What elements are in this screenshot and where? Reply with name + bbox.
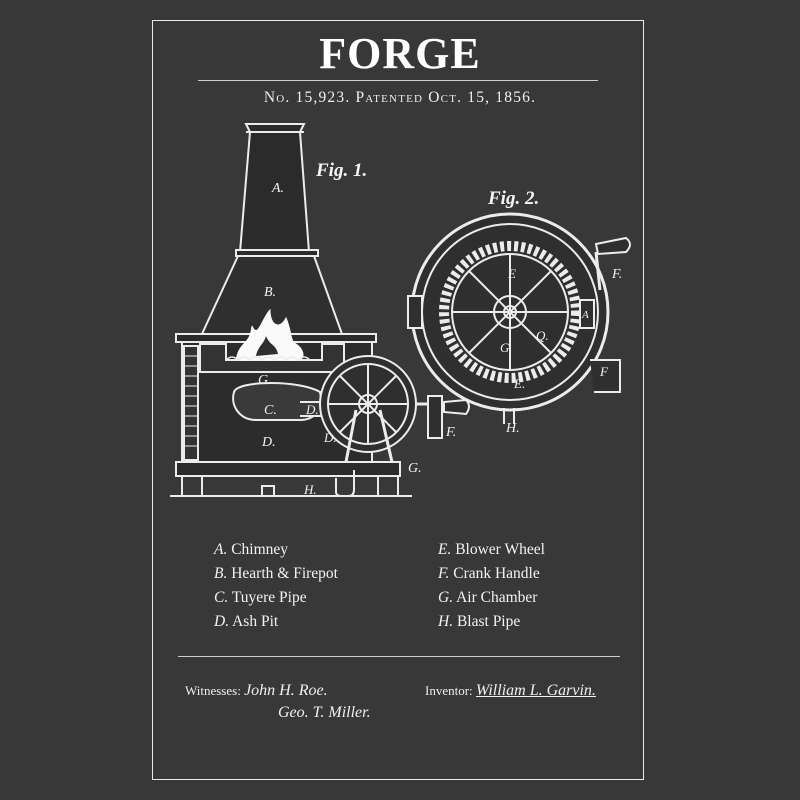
- signature-rule: [178, 656, 620, 657]
- witnesses-label: Witnesses:: [185, 683, 241, 698]
- fig1-callout-g1: G.: [258, 373, 272, 388]
- fig1-callout-b: B.: [264, 285, 276, 300]
- fig2-callout-f1: F.: [611, 267, 622, 282]
- legend-item: B. Hearth & Firepot: [214, 565, 338, 582]
- inventor-label: Inventor:: [425, 683, 473, 698]
- legend-item: E. Blower Wheel: [438, 541, 545, 558]
- legend-item: D. Ash Pit: [214, 613, 279, 630]
- fig1-label: Fig. 1.: [316, 160, 368, 181]
- legend-left: A. Chimney B. Hearth & Firepot C. Tuyere…: [214, 538, 338, 634]
- legend-item: H. Blast Pipe: [438, 613, 521, 630]
- fig2-callout-e1: E: [507, 266, 516, 281]
- fig2-callout-g: G: [500, 340, 510, 355]
- fig2-callout-h: H.: [505, 421, 520, 436]
- page-title: Forge: [319, 29, 481, 78]
- forge-drawing: [170, 123, 470, 497]
- legend-item: A. Chimney: [214, 541, 289, 558]
- title-rule: [198, 80, 598, 81]
- legend-item: C. Tuyere Pipe: [214, 589, 307, 606]
- fig2-callout-e2: E.: [513, 376, 525, 391]
- patent-number: No. 15,923. Patented Oct. 15, 1856.: [263, 89, 537, 106]
- fig2-callout-f2: F: [599, 364, 609, 379]
- witness-2-signature: Geo. T. Miller.: [278, 704, 371, 721]
- witnesses-block: Witnesses: John H. Roe.: [185, 682, 328, 700]
- legend-right: E. Blower Wheel F. Crank Handle G. Air C…: [438, 538, 545, 634]
- fig2-label: Fig. 2.: [488, 188, 540, 209]
- fig1-callout-d3: D.: [261, 435, 276, 450]
- fig1-callout-g2: G.: [408, 461, 422, 476]
- fig1-callout-d1: D.: [305, 402, 319, 417]
- legend-item: G. Air Chamber: [438, 589, 538, 606]
- witness-1-signature: John H. Roe.: [244, 682, 328, 699]
- fig1-callout-c: C.: [264, 403, 277, 418]
- legend-item: F. Crank Handle: [438, 565, 540, 582]
- patent-border: [152, 20, 644, 780]
- fig1-callout-h: H.: [303, 482, 317, 497]
- fig1-callout-a: A.: [271, 181, 284, 196]
- blower-drawing: [407, 212, 631, 424]
- inventor-block: Inventor: William L. Garvin.: [425, 682, 596, 700]
- fig2-callout-a: A: [581, 309, 589, 321]
- inventor-signature: William L. Garvin.: [475, 682, 596, 699]
- fig1-callout-f: F.: [445, 425, 456, 440]
- fig1-callout-d2: D.: [323, 430, 337, 445]
- fig2-callout-q: Q.: [536, 328, 549, 343]
